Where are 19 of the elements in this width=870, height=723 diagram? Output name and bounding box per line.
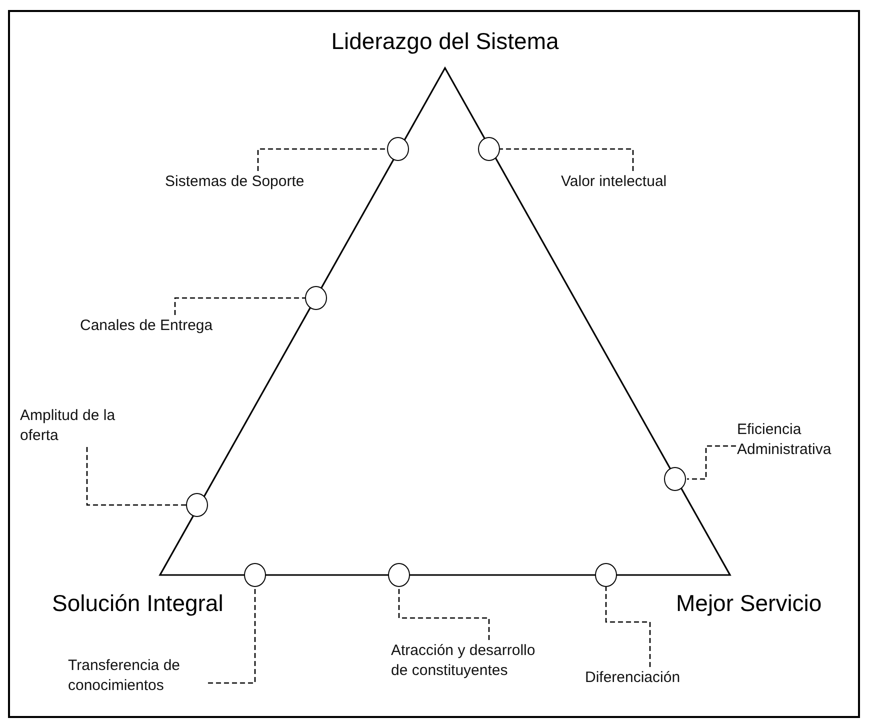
callout-label: Valor intelectual xyxy=(561,172,761,192)
callout-label: Diferenciación xyxy=(585,668,725,688)
leader-line xyxy=(257,148,387,171)
leader-line xyxy=(398,587,490,640)
leader-line xyxy=(86,447,186,506)
vertex-label: Liderazgo del Sistema xyxy=(331,28,559,55)
leader-line xyxy=(605,587,651,667)
callout-label: Eficiencia Administrativa xyxy=(737,420,867,460)
vertex-label: Mejor Servicio xyxy=(676,590,822,617)
callout-label: Amplitud de la oferta xyxy=(20,406,150,446)
leader-line xyxy=(208,587,256,684)
callout-label: Sistemas de Soporte xyxy=(165,172,365,192)
callout-label: Canales de Entrega xyxy=(80,316,280,336)
leader-line xyxy=(174,297,305,315)
vertex-label: Solución Integral xyxy=(52,590,224,617)
leader-line xyxy=(500,148,634,171)
callout-label: Transferencia de conocimientos xyxy=(68,656,208,696)
leader-line xyxy=(687,445,736,480)
callout-label: Atracción y desarrollo de constituyentes xyxy=(391,641,556,681)
